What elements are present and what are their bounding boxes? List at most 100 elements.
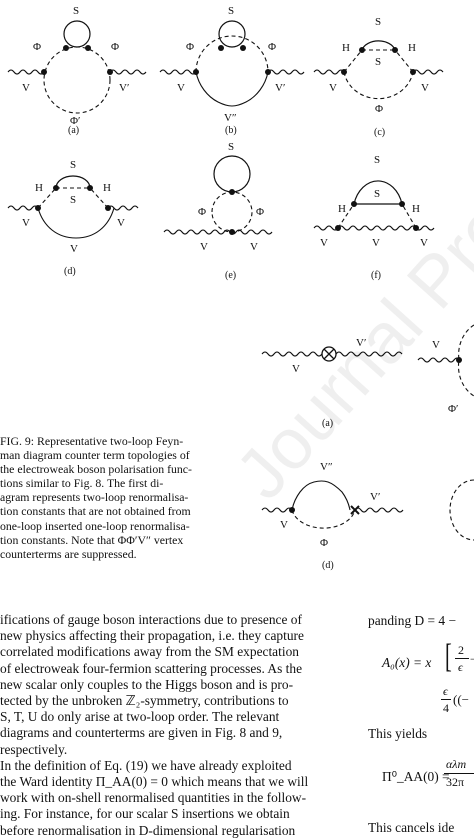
caption-line: the electroweak boson polarisation func- (0, 462, 192, 477)
fig9-diagram-d: V″ V V′ Φ (d) (261, 461, 474, 571)
a0-frac-bar (455, 658, 469, 659)
diagram-f: S S H H V V V (f) (313, 154, 435, 281)
diagram-f-label-s-inner: S (374, 188, 380, 200)
caption-line: counterterms are suppressed. (0, 546, 137, 561)
diagram-c-label-s-inner: S (375, 56, 381, 68)
diagram-f-label-v-in: V (320, 237, 328, 249)
body-line: diagrams and counterterms are given in F… (0, 725, 283, 741)
body-line: new physics affecting their propagation,… (0, 628, 304, 644)
a0-equation-lhs: A₀(x) = x (382, 655, 432, 670)
a0-line2-den: 4 (443, 701, 449, 715)
fig9-a-label-v-prime: V′ (356, 337, 366, 349)
body-line: ifications of gauge boson interactions d… (0, 612, 302, 627)
fig9-d-label-v-prime: V′ (370, 491, 380, 503)
pi-aa-num: αλm (446, 757, 467, 771)
pi-aa-lhs: Π⁰_AA(0) = (382, 769, 450, 784)
caption-line: man diagram counter term topologies of (0, 448, 190, 463)
diagram-c-tag: (c) (374, 127, 385, 138)
diagram-a-label-v-out: V′ (119, 82, 129, 94)
caption-line: tion constants. Note that ΦΦ′V″ vertex (0, 532, 184, 547)
yields-text: This yields (368, 726, 428, 741)
diagram-e-label-v-in: V (200, 241, 208, 253)
fig9-a-label-v: V (292, 363, 300, 375)
diagram-d-label-h-right: H (103, 182, 111, 194)
caption-line: one-loop inserted one-loop renormalisa- (0, 518, 190, 533)
diagram-c-label-h-left: H (342, 42, 350, 54)
caption-line: agram represents two-loop renormalisa- (0, 490, 189, 505)
diagram-e-tag: (e) (225, 270, 236, 281)
diagram-d: S S H H V V V (d) (7, 159, 139, 277)
diagram-a-tag: (a) (68, 125, 79, 136)
body-line: before renormalisation in D-dimensional … (0, 822, 296, 838)
a0-bracket: [ (445, 638, 452, 675)
diagram-c-label-s: S (375, 16, 381, 28)
caption-line: FIG. 9: Representative two-loop Feyn- (0, 434, 184, 448)
body-line: correlated modifications away from the S… (0, 644, 299, 660)
diagram-a-label-s: S (73, 5, 79, 17)
body-line: work with on-shell renormalised quantiti… (0, 790, 307, 806)
body-line: of electroweak four-fermion scattering p… (0, 660, 303, 676)
diagram-c-label-v-out: V (421, 82, 429, 94)
a0-minus: − (470, 652, 474, 666)
diagram-f-label-h-right: H (412, 203, 420, 215)
diagram-b-label-phi-left: Φ (186, 41, 194, 53)
diagram-c-label-v-in: V (329, 82, 337, 94)
diagram-e-label-phi-right: Φ (256, 206, 264, 218)
body-line: respectively. (0, 741, 68, 757)
diagram-d-label-v-bottom: V (70, 243, 78, 255)
pi-aa-den: 32π (446, 775, 465, 789)
diagram-c: S S H H V V Φ (c) (313, 16, 444, 138)
fig9-diagram-a-left: V V′ (a) (261, 337, 403, 429)
diagram-d-label-s-inner: S (70, 194, 76, 206)
diagram-a-label-v-in: V (22, 82, 30, 94)
caption-line: tion constants that are not obtained fro… (0, 504, 191, 519)
fig9-d-label-v-double-prime: V″ (320, 461, 333, 473)
fig9-diagram-a-right: V Φ′ (417, 324, 474, 415)
body-line: new scalar only couples to the Higgs bos… (0, 676, 294, 692)
figure-8-diagrams: .dash { fill: none; stroke: #111; stroke… (7, 5, 474, 571)
fig9-d-tag: (d) (322, 560, 334, 571)
diagram-f-label-h-left: H (338, 203, 346, 215)
diagram-e-label-s: S (228, 141, 234, 153)
a0-frac-num: 2 (458, 643, 464, 657)
diagram-b-label-phi-right: Φ (268, 41, 276, 53)
diagram-b-label-v-out: V′ (275, 82, 285, 94)
fig9-d-label-v-in: V (280, 519, 288, 531)
a0-line2-num: ϵ (443, 684, 448, 698)
diagram-c-label-phi-bottom: Φ (375, 103, 383, 115)
diagram-f-tag: (f) (371, 270, 381, 281)
fig9-a-right-label-v: V (432, 339, 440, 351)
diagram-b: S Φ Φ V V′ V″ (b) (159, 5, 305, 136)
body-text-left-column: ifications of gauge boson interactions d… (0, 612, 350, 839)
diagram-a-label-phi-bottom: Φ′ (70, 115, 80, 127)
diagram-a-s-loop (63, 20, 91, 48)
diagram-a-wavy-right (109, 69, 147, 75)
diagram-a-scalar-loop (43, 46, 111, 114)
diagram-b-tag: (b) (225, 125, 237, 136)
diagram-d-label-v-in: V (22, 217, 30, 229)
diagram-b-label-v-bottom: V″ (224, 112, 237, 124)
diagram-b-wavy-arc (195, 71, 269, 107)
diagram-d-label-v-out: V (117, 217, 125, 229)
fig9-d-label-phi: Φ (320, 537, 328, 549)
caption-line: tions similar to Fig. 8. The first di- (0, 476, 164, 491)
diagram-a-wavy-left (7, 69, 45, 75)
diagram-a: S Φ Φ V V′ Φ′ (a) (7, 5, 147, 136)
body-line: In the definition of Eq. (19) we have al… (0, 757, 292, 773)
diagram-a-label-phi-left: Φ (33, 41, 41, 53)
body-line: S, T, U do only arise at two-loop order.… (0, 709, 280, 725)
diagram-b-label-s: S (228, 5, 234, 17)
a0-line2-rest: ((− (453, 692, 469, 707)
diagram-a-label-phi-right: Φ (111, 41, 119, 53)
fig9-a-right-label-phi-prime: Φ′ (448, 403, 458, 415)
body-line: tected by the unbroken ℤ₂-symmetry, cont… (0, 693, 289, 709)
diagram-e: S Φ Φ V V (e) (163, 141, 273, 281)
diagram-d-tag: (d) (64, 266, 76, 277)
cancels-text: This cancels ide (368, 820, 455, 835)
a0-frac-den: ϵ (458, 660, 463, 674)
diagram-d-label-s: S (70, 159, 76, 171)
fig9-a-tag: (a) (322, 418, 333, 429)
diagram-c-label-h-right: H (408, 42, 416, 54)
body-line: the Ward identity Π_AA(0) = 0 which mean… (0, 774, 309, 790)
fig9-caption: FIG. 9: Representative two-loop Feyn- ma… (0, 434, 236, 561)
